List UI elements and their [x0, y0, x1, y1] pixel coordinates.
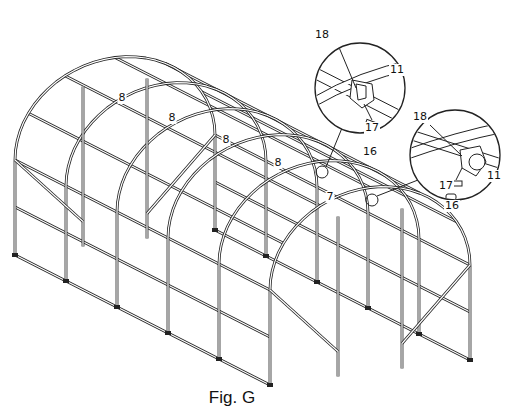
end-brace [147, 135, 215, 214]
side-rail [215, 230, 470, 360]
foot-plate [212, 228, 218, 232]
side-rail-highlight [215, 230, 470, 360]
foot-plate [365, 306, 371, 310]
foot-plate [114, 305, 120, 309]
foot-plate [263, 254, 269, 258]
callout-number: 7 [326, 191, 335, 203]
end-brace-highlight [147, 135, 215, 214]
callout-number: 18 [412, 111, 428, 123]
clamp-detail-2 [405, 122, 505, 200]
foot-plate [165, 331, 171, 335]
callout-number: 16 [362, 146, 378, 158]
arch-hoop-highlight [66, 83, 266, 281]
arch-hoop-highlight [219, 161, 419, 359]
arch-hoop [66, 83, 266, 281]
arch-hoop [270, 187, 470, 385]
foot-plate [314, 280, 320, 284]
arch-hoop [219, 161, 419, 359]
foot-plate [467, 358, 473, 362]
foot-plate [63, 279, 69, 283]
end-brace [15, 160, 83, 222]
detail-marker [366, 194, 378, 206]
callout-number: 11 [486, 170, 502, 182]
callout-number: 8 [118, 92, 127, 104]
detail-leader [377, 180, 418, 196]
callout-number: 8 [274, 157, 283, 169]
door-post-highlight [401, 209, 402, 369]
detail-circle [315, 43, 405, 133]
side-rail [15, 160, 270, 290]
side-rail [15, 255, 270, 385]
foot-plate [416, 332, 422, 336]
door-post [401, 209, 404, 369]
foot-plate [12, 253, 18, 257]
callout-number: 17 [438, 180, 454, 192]
clamp-detail-1 [305, 45, 415, 144]
detail-marker [316, 166, 328, 178]
end-brace-highlight [270, 290, 338, 352]
end-brace [270, 290, 338, 352]
arch-hoop-highlight [270, 187, 470, 385]
side-rail-highlight [15, 160, 270, 290]
side-rail-highlight [15, 255, 270, 385]
callout-number: 17 [364, 122, 380, 134]
end-brace-highlight [15, 160, 83, 222]
detail-leader [326, 128, 342, 167]
callout-number: 11 [389, 64, 405, 76]
door-post-highlight [82, 87, 83, 247]
arch-hoop [15, 57, 215, 255]
door-post-highlight [337, 217, 338, 377]
arch-hoop-highlight [15, 57, 215, 255]
figure-caption: Fig. G [209, 388, 255, 408]
roof-purlin-highlight [65, 76, 320, 206]
callout-number: 16 [444, 200, 460, 212]
end-brace [402, 265, 470, 344]
callout-number: 8 [222, 134, 231, 146]
detail-circle [410, 110, 500, 200]
foot-plate [267, 383, 273, 387]
end-brace-highlight [402, 265, 470, 344]
foot-plate [216, 357, 222, 361]
callout-number: 8 [168, 112, 177, 124]
door-post-highlight [146, 79, 147, 239]
door-post [146, 79, 149, 239]
roof-purlin [65, 76, 320, 206]
callout-number: 18 [314, 29, 330, 41]
